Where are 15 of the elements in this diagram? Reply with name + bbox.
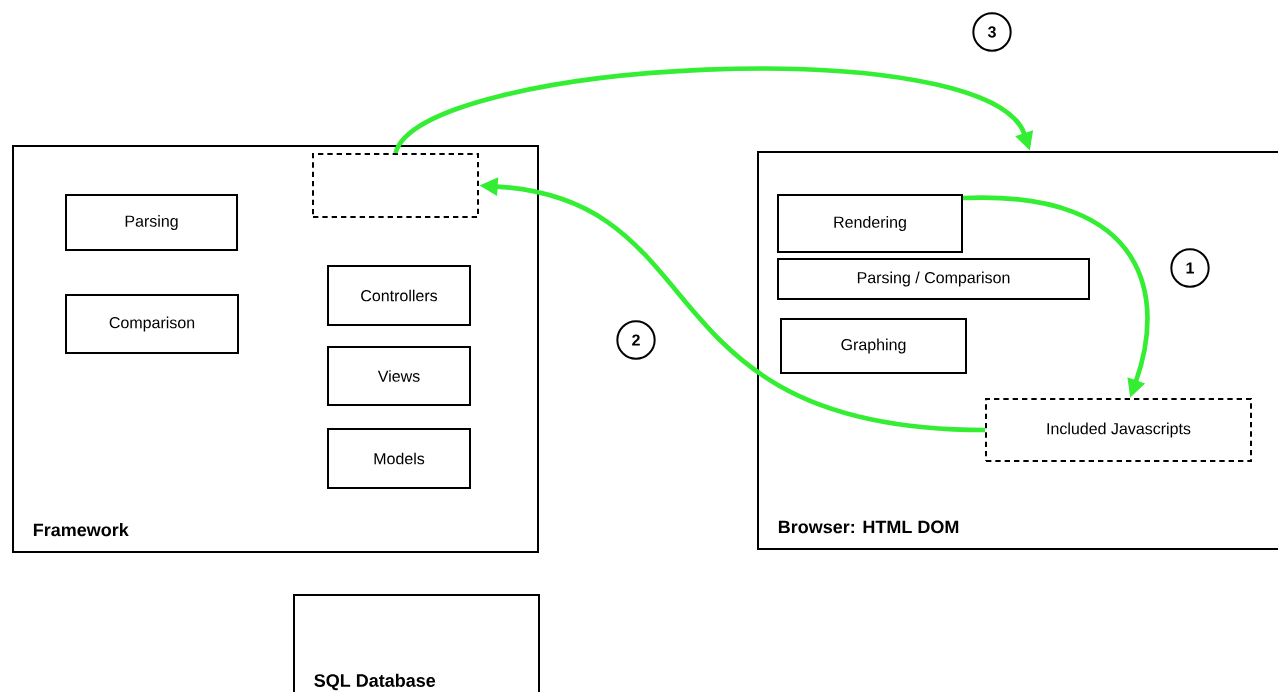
component-box: Graphing <box>780 318 967 374</box>
container-box: SQL Database <box>293 594 540 692</box>
step-number: 2 <box>616 320 656 360</box>
component-box: Comparison <box>65 294 239 354</box>
arrow <box>393 66 1034 155</box>
component-box: Models <box>327 428 471 489</box>
step-number: 1 <box>1170 248 1210 288</box>
dashed-box <box>312 153 479 218</box>
dashed-box: Included Javascripts <box>985 398 1252 462</box>
component-box: Parsing / Comparison <box>777 258 1090 300</box>
component-box: Rendering <box>777 194 963 253</box>
component-box: Views <box>327 346 471 406</box>
step-number: 3 <box>972 12 1012 52</box>
component-box: Controllers <box>327 265 471 326</box>
component-box: Parsing <box>65 194 238 251</box>
